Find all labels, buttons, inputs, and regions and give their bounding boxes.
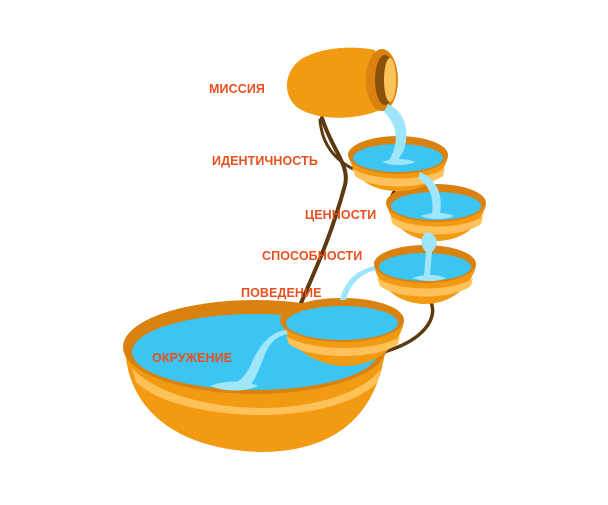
stream-jug — [384, 104, 407, 162]
water-streams — [210, 104, 454, 391]
stream-identity — [418, 172, 441, 214]
stem-left — [318, 118, 357, 172]
stream-behavior — [228, 330, 288, 388]
jug-mission — [286, 47, 398, 118]
splash-identity — [382, 159, 416, 165]
splash-values — [420, 213, 454, 219]
stream-values — [421, 232, 437, 276]
splash-environment — [210, 381, 258, 391]
label-environment: ОКРУЖЕНИЕ — [152, 351, 233, 365]
stream-abilities — [340, 266, 376, 300]
splash-abilities — [412, 275, 446, 281]
label-identity: ИДЕНТИЧНОСТЬ — [212, 154, 318, 168]
label-abilities: СПОСОБНОСТИ — [262, 249, 363, 263]
label-values: ЦЕННОСТИ — [305, 208, 377, 222]
label-mission: МИССИЯ — [209, 82, 266, 96]
stem-main — [296, 116, 348, 312]
bowl-behavior — [280, 298, 404, 366]
label-behavior: ПОВЕДЕНИЕ — [241, 286, 322, 300]
